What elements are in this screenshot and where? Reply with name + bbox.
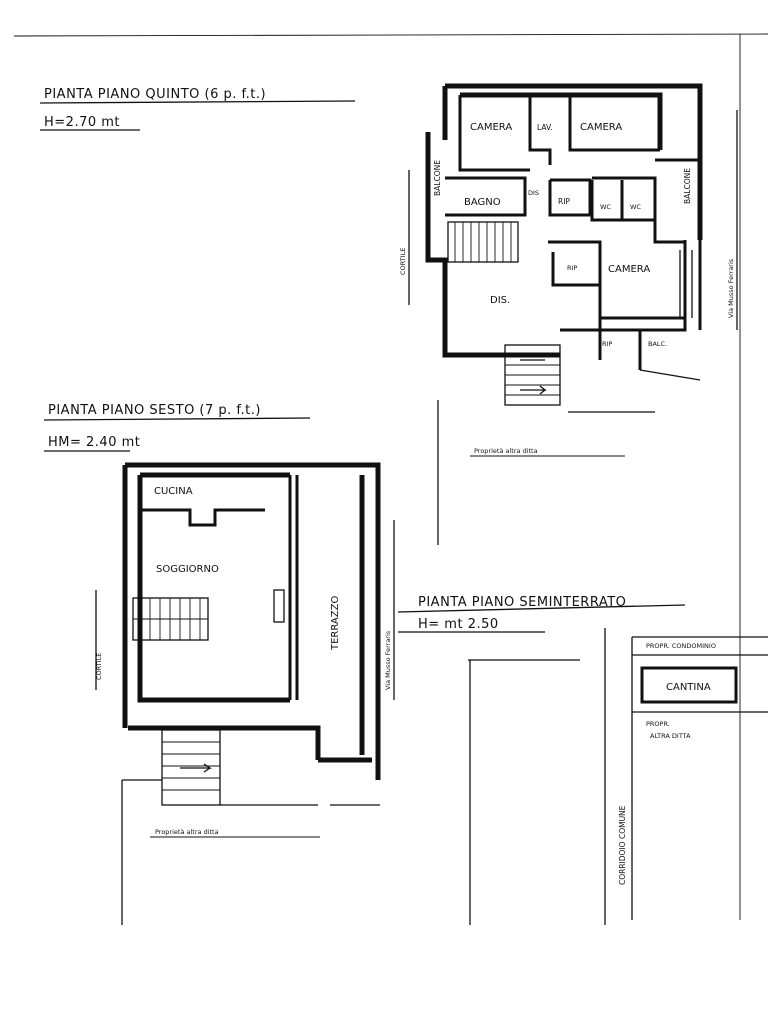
room-soggiorno: SOGGIORNO <box>156 564 219 575</box>
fifth-floor-height: H=2.70 mt <box>44 115 120 130</box>
room-cucina: CUCINA <box>154 486 193 497</box>
fifth-neighbor-label: Proprietà altra ditta <box>474 447 538 455</box>
sixth-floor-title: PIANTA PIANO SESTO (7 p. f.t.) <box>48 403 261 418</box>
room-dis-small: DIS <box>528 189 539 197</box>
room-balcone-left: BALCONE <box>433 160 442 196</box>
basement-height: H= mt 2.50 <box>418 617 499 632</box>
basement-plan: PIANTA PIANO SEMINTERRATO H= mt 2.50 CAN… <box>397 595 768 925</box>
room-bagno: BAGNO <box>464 197 501 208</box>
sixth-street-label: Via Musso Ferraris <box>384 630 392 690</box>
room-wc-2: WC <box>630 203 641 211</box>
room-cantina: CANTINA <box>666 682 711 693</box>
room-dis: DIS. <box>490 295 510 306</box>
room-balcone-right: BALCONE <box>683 168 692 204</box>
room-terrazzo: TERRAZZO <box>330 596 341 651</box>
room-rip-3: RIP <box>602 340 612 348</box>
room-balc: BALC. <box>648 340 667 348</box>
fifth-street-label: Via Musso Ferraris <box>727 258 735 318</box>
sixth-neighbor-label: Proprietà altra ditta <box>155 828 219 836</box>
basement-title: PIANTA PIANO SEMINTERRATO <box>418 595 626 610</box>
basement-altra-ditta-label-2: ALTRA DITTA <box>650 732 691 740</box>
sixth-floor-plan: PIANTA PIANO SESTO (7 p. f.t.) HM= 2.40 … <box>43 403 395 925</box>
sixth-cortile-label: CORTILE <box>95 653 103 680</box>
sixth-floor-height: HM= 2.40 mt <box>48 435 140 450</box>
room-rip-1: RIP <box>558 197 570 206</box>
room-rip-2: RIP <box>567 264 577 272</box>
room-camera-bottom: CAMERA <box>608 264 650 275</box>
basement-altra-ditta-label-1: PROPR. <box>646 720 670 728</box>
room-camera-right: CAMERA <box>580 122 622 133</box>
room-camera-left: CAMERA <box>470 122 512 133</box>
fifth-stairs <box>447 221 561 406</box>
fifth-cortile-label: CORTILE <box>399 248 407 275</box>
fifth-floor-title: PIANTA PIANO QUINTO (6 p. f.t.) <box>44 87 266 102</box>
room-lav: LAV. <box>537 123 553 132</box>
basement-condominio-label: PROPR. CONDOMINIO <box>646 642 716 650</box>
basement-corridoio-label: CORRIDOIO COMUNE <box>618 805 627 885</box>
fifth-floor-plan: PIANTA PIANO QUINTO (6 p. f.t.) H=2.70 m… <box>39 83 738 545</box>
room-wc-1: WC <box>600 203 611 211</box>
sixth-stairs <box>132 597 221 806</box>
